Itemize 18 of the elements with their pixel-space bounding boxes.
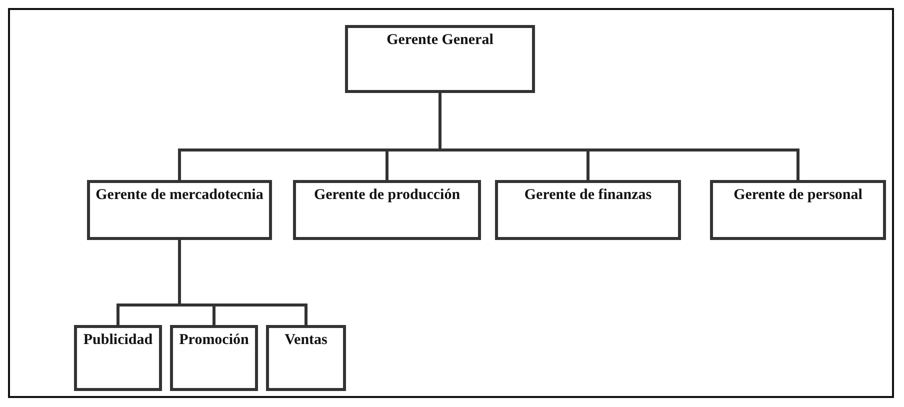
position-title: Promoción [178,331,250,349]
org-box [293,180,481,240]
org-box [74,325,162,391]
org-box [345,25,535,93]
org-box [710,180,886,240]
position-title: Gerente de finanzas [523,186,653,204]
connector-line [438,93,800,180]
org-box [170,325,258,391]
position-title: Gerente de mercadotecnia [94,186,264,204]
position-title: Publicidad [82,331,154,349]
position-title: Ventas [284,331,328,349]
position-title: Gerente de producción [312,186,462,204]
org-box [266,325,346,391]
position-title: Gerente de personal [732,186,864,204]
org-box [87,180,272,240]
position-title: Gerente General [386,31,494,49]
connector-line [178,240,308,325]
org-box [495,180,681,240]
